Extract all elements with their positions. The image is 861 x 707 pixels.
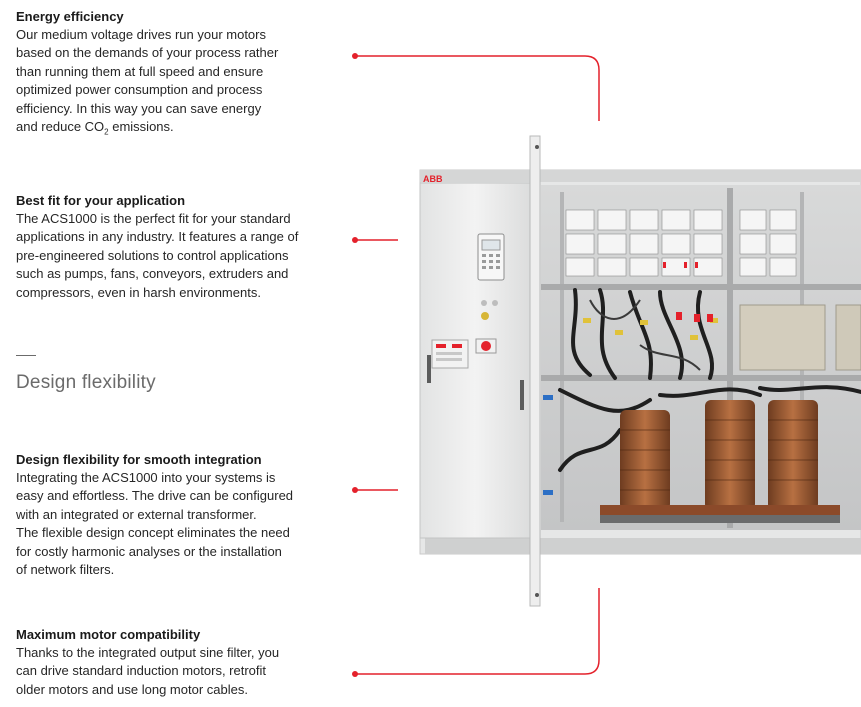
text-line: such as pumps, fans, conveyors, extruder… <box>16 266 289 282</box>
energy-efficiency-block: Energy efficiency Our medium voltage dri… <box>16 8 336 142</box>
text-fragment: emissions. <box>108 119 174 135</box>
section-title: Design flexibility <box>16 372 156 393</box>
open-door-edge <box>529 135 541 607</box>
transformer <box>600 400 840 523</box>
subscript: 2 <box>104 127 109 137</box>
text-line: The ACS1000 is the perfect fit for your … <box>16 211 291 226</box>
text-line: of network filters. <box>16 562 115 578</box>
motor-compatibility-text: Thanks to the integrated output sine fil… <box>16 644 336 699</box>
text-line: older motors and use long motor cables. <box>16 681 248 697</box>
text-line: easy and effortless. The drive can be co… <box>16 488 294 504</box>
energy-efficiency-text: Our medium voltage drives run your motor… <box>16 26 336 142</box>
callout-dot <box>352 237 358 243</box>
best-fit-text: The ACS1000 is the perfect fit for your … <box>16 210 336 302</box>
best-fit-block: Best fit for your application The ACS100… <box>16 192 336 302</box>
text-line: with an integrated or external transform… <box>16 506 257 522</box>
text-line: and reduce CO2 emissions. <box>16 118 336 142</box>
design-flexibility-heading: Design flexibility for smooth integratio… <box>16 452 262 467</box>
motor-compatibility-heading: Maximum motor compatibility <box>16 627 201 642</box>
cabinet-interior <box>541 185 861 530</box>
text-line: based on the demands of your process rat… <box>16 45 279 61</box>
callout-line-energy <box>355 55 600 121</box>
text-line: for costly harmonic analyses or the inst… <box>16 543 282 559</box>
design-flexibility-text: Integrating the ACS1000 into your system… <box>16 469 336 579</box>
motor-compatibility-block: Maximum motor compatibility Thanks to th… <box>16 626 336 699</box>
text-line: Our medium voltage drives run your motor… <box>16 27 266 42</box>
section-divider <box>16 355 36 356</box>
design-flexibility-block: Design flexibility for smooth integratio… <box>16 451 336 579</box>
text-line: Integrating the ACS1000 into your system… <box>16 470 276 485</box>
text-line: pre-engineered solutions to control appl… <box>16 247 289 263</box>
text-line: compressors, even in harsh environments. <box>16 284 261 300</box>
text-line: applications in any industry. It feature… <box>16 229 299 245</box>
text-fragment: and reduce CO <box>16 119 105 135</box>
energy-efficiency-heading: Energy efficiency <box>16 9 124 24</box>
text-line: efficiency. In this way you can save ene… <box>16 100 262 116</box>
best-fit-heading: Best fit for your application <box>16 193 186 208</box>
callout-line-motor <box>355 588 600 675</box>
text-line: The flexible design concept eliminates t… <box>16 525 290 541</box>
text-line: than running them at full speed and ensu… <box>16 63 264 79</box>
cover-panel <box>739 304 826 371</box>
callout-lines <box>355 55 600 675</box>
emergency-stop-icon <box>481 341 491 351</box>
text-line: can drive standard induction motors, ret… <box>16 663 267 679</box>
cabinet-door: ABB <box>419 174 531 539</box>
abb-logo: ABB <box>423 174 443 184</box>
callout-dot <box>352 671 358 677</box>
text-line: optimized power consumption and process <box>16 82 263 98</box>
text-line: Thanks to the integrated output sine fil… <box>16 645 280 660</box>
callout-dot <box>352 53 358 59</box>
callout-dot <box>352 487 358 493</box>
